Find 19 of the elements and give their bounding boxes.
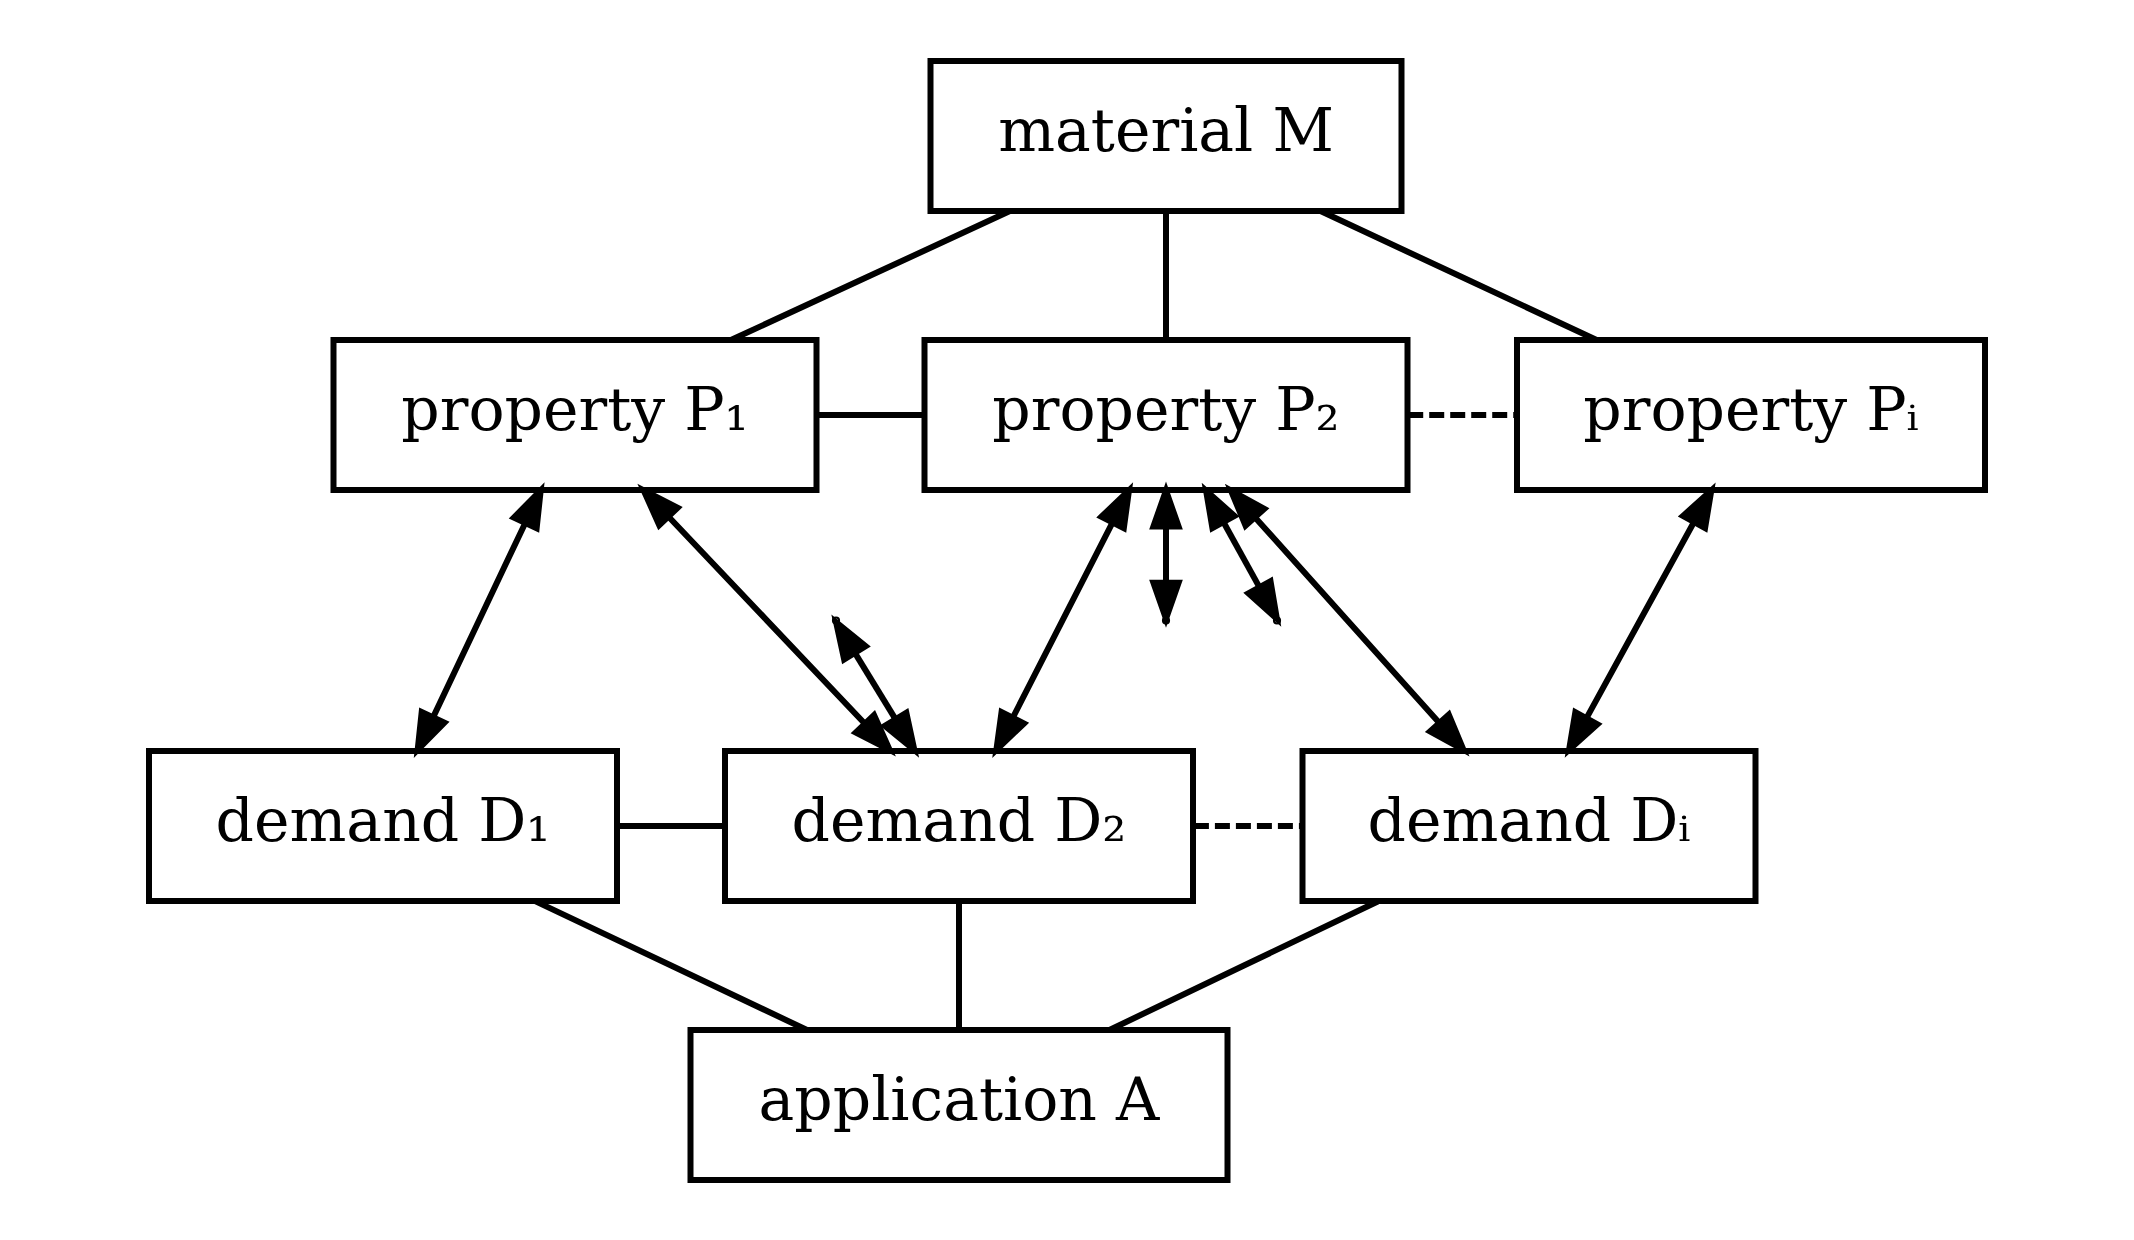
node-box: demand D₁ <box>146 747 620 904</box>
arrow <box>413 481 545 758</box>
arrow <box>1224 483 1470 757</box>
node-box: property P₁ <box>330 336 820 493</box>
connector <box>817 411 924 418</box>
node-box: demand Dᵢ <box>1299 747 1759 904</box>
connector <box>1408 411 1517 418</box>
connector <box>1163 211 1169 340</box>
arrow <box>1564 481 1716 758</box>
node-box: demand D₂ <box>722 747 1196 904</box>
node-box: property Pᵢ <box>1514 336 1988 493</box>
arrow <box>992 481 1134 758</box>
node-box: application A <box>687 1026 1231 1183</box>
node-box: property P₂ <box>921 336 1411 493</box>
connector <box>1193 822 1302 829</box>
connector <box>956 901 962 1030</box>
connector <box>618 822 725 829</box>
arrow <box>637 483 896 756</box>
node-box: material M <box>927 57 1405 214</box>
